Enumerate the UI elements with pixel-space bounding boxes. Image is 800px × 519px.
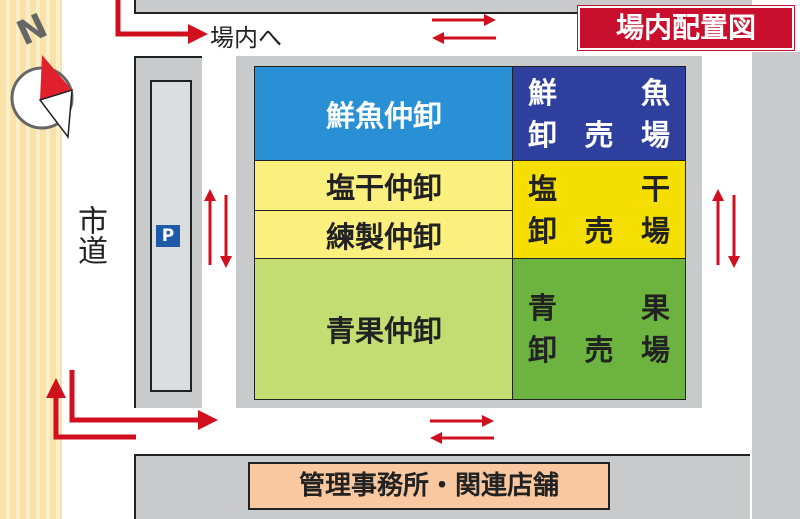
char: 売 <box>584 333 614 367</box>
char: 青 <box>528 291 558 325</box>
entrance-arrow <box>115 0 208 44</box>
salted-wholesale-market: 塩 干卸売場 <box>512 160 686 260</box>
office-and-shops: 管理事務所・関連店舗 <box>248 462 610 510</box>
compass-icon <box>10 55 74 140</box>
char: 卸 <box>528 333 558 367</box>
right-area <box>752 52 800 519</box>
char: 場 <box>640 333 670 367</box>
paste-intermediate-section: 練製仲卸 <box>254 210 514 260</box>
produce-intermediate-section: 青果仲卸 <box>254 258 514 400</box>
exit-arrow <box>69 370 218 430</box>
city-road-label: 市道 <box>72 205 107 265</box>
char: 干 <box>640 172 670 206</box>
entry-arrow <box>46 378 136 440</box>
char: 卸 <box>528 214 558 248</box>
fish-intermediate-section: 鮮魚仲卸 <box>254 66 514 162</box>
char: 場 <box>640 214 670 248</box>
char: 売 <box>584 118 614 152</box>
char: 塩 <box>528 172 558 206</box>
char: 場 <box>640 118 670 152</box>
fish-wholesale-market: 鮮 魚卸売場 <box>512 66 686 162</box>
map-title: 場内配置図 <box>578 6 794 50</box>
char: 鮮 <box>528 76 558 110</box>
produce-wholesale-market: 青 果卸売場 <box>512 258 686 400</box>
char: 売 <box>584 214 614 248</box>
char: 果 <box>640 291 670 325</box>
char: 魚 <box>640 76 670 110</box>
parking-icon: P <box>156 225 180 247</box>
char: 卸 <box>528 118 558 152</box>
entrance-label: 場内へ <box>210 24 282 52</box>
